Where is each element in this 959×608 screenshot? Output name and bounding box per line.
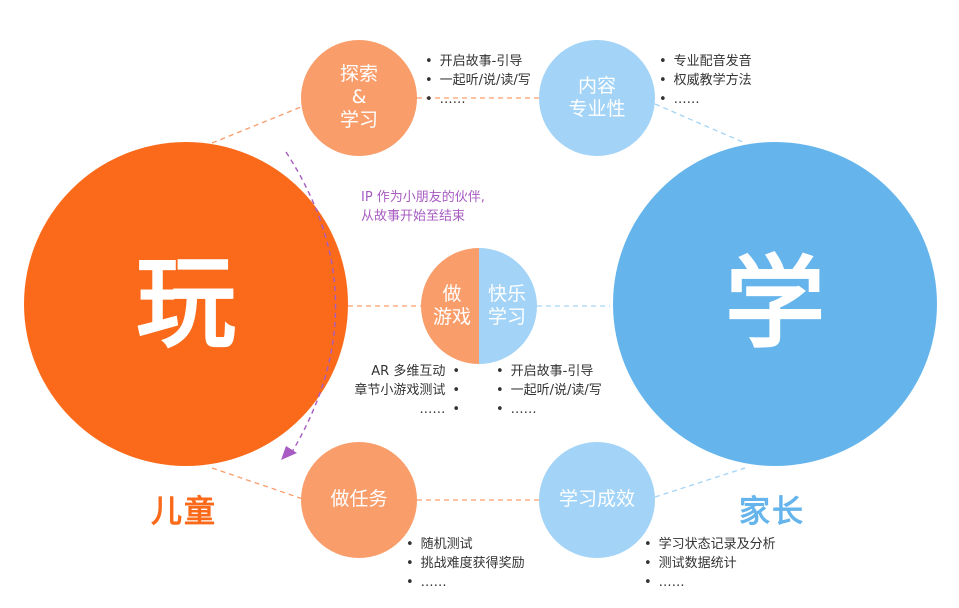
center-right-bullets: 开启故事-引导 一起听/说/读/写 …… [496, 362, 602, 419]
bullet-item: 章节小游戏测试 [318, 381, 460, 400]
bullet-item: …… [496, 400, 602, 419]
ip-note: IP 作为小朋友的伙伴, 从故事开始至结束 [361, 188, 485, 226]
bullet-item: …… [659, 90, 752, 109]
bullet-item: 权威教学方法 [659, 71, 752, 90]
center-left-line: 做 [442, 283, 462, 305]
ip-journey-arrowhead [281, 446, 297, 460]
result-bullets: 学习状态记录及分析 测试数据统计 …… [644, 535, 776, 592]
task-bullets: 随机测试 挑战难度获得奖励 …… [406, 535, 525, 592]
bullet-item: …… [425, 90, 531, 109]
explore-label-line: 探索 [339, 63, 378, 85]
result-label: 学习成效 [558, 488, 635, 510]
bullet-item: 一起听/说/读/写 [425, 71, 531, 90]
center-left-label: 做 游戏 [424, 283, 480, 329]
bullet-item: 挑战难度获得奖励 [406, 554, 525, 573]
learn-circle [613, 142, 937, 466]
ip-note-line: IP 作为小朋友的伙伴, [361, 190, 485, 205]
explore-label-line: 学习 [339, 109, 378, 131]
connector-content-learn [654, 103, 746, 144]
ip-note-line: 从故事开始至结束 [361, 209, 466, 224]
explore-bullets: 开启故事-引导 一起听/说/读/写 …… [425, 52, 531, 109]
ip-journey-arc [285, 151, 337, 453]
play-char: 玩 [136, 245, 236, 362]
content-label-line: 内容 [577, 75, 616, 97]
bullet-item: 随机测试 [406, 535, 525, 554]
explore-label: 探索 & 学习 [309, 63, 409, 132]
bullet-item: …… [644, 573, 776, 592]
center-circle-left-half [421, 248, 479, 364]
learn-char: 学 [725, 245, 825, 362]
play-caption: 儿童 [151, 494, 217, 530]
result-circle [539, 442, 655, 558]
content-label-line: 专业性 [568, 98, 626, 120]
bullet-item: …… [406, 573, 525, 592]
center-right-line: 学习 [487, 306, 526, 328]
bullet-item: 开启故事-引导 [496, 362, 602, 381]
task-label: 做任务 [330, 488, 388, 510]
bullet-item: AR 多维互动 [318, 362, 460, 381]
bullet-item: 开启故事-引导 [425, 52, 531, 71]
learn-caption: 家长 [739, 494, 805, 530]
content-label: 内容 专业性 [547, 75, 647, 121]
center-left-line: 游戏 [432, 306, 471, 328]
connector-result-learn [654, 467, 746, 498]
center-right-line: 快乐 [487, 283, 526, 305]
content-circle [539, 40, 655, 156]
bullet-item: 学习状态记录及分析 [644, 535, 776, 554]
bullet-item: 专业配音发音 [659, 52, 752, 71]
connector-play-task [211, 467, 307, 501]
center-right-label: 快乐 学习 [479, 283, 535, 329]
play-circle [24, 142, 348, 466]
center-circle-right-half [479, 248, 537, 364]
bullet-item: 测试数据统计 [644, 554, 776, 573]
bullet-item: 一起听/说/读/写 [496, 381, 602, 400]
explore-label-line: & [351, 86, 367, 108]
content-bullets: 专业配音发音 权威教学方法 …… [659, 52, 752, 109]
connector-play-explore [211, 104, 307, 144]
center-left-bullets: AR 多维互动 章节小游戏测试 …… [318, 362, 460, 419]
task-circle [301, 442, 417, 558]
bullet-item: …… [318, 400, 460, 419]
explore-circle [301, 40, 417, 156]
